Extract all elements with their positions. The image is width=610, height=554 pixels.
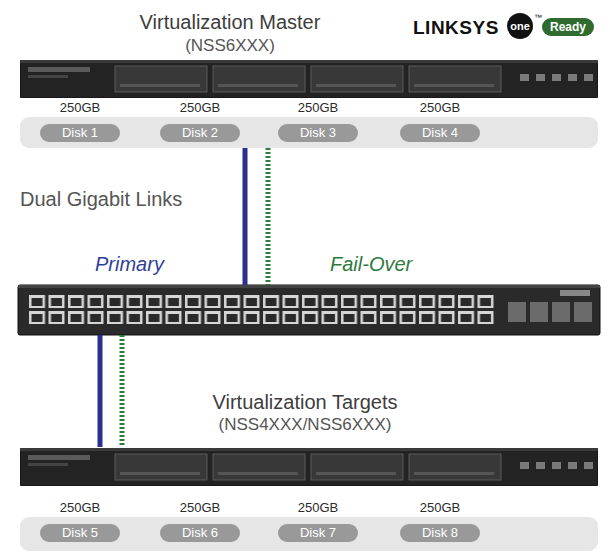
switch-unit [18, 285, 600, 335]
sfp-port [530, 302, 548, 322]
disk-size: 250GB [180, 100, 220, 116]
sfp-port [508, 302, 526, 322]
master-server [20, 60, 598, 98]
switch-body [18, 285, 600, 335]
disk-pill: 250GBDisk 6 [160, 524, 240, 542]
disk-band [20, 517, 598, 551]
unit-heading: Virtualization Targets [213, 390, 398, 414]
primary-link [98, 335, 103, 447]
disk-pill: 250GBDisk 3 [278, 124, 358, 142]
master-unit: Virtualization Master(NSS6XXX)250GBDisk … [20, 62, 598, 148]
disk-size: 250GB [60, 100, 100, 116]
disk-pill: 250GBDisk 4 [400, 124, 480, 142]
unit-model: (NSS6XXX) [185, 36, 275, 56]
disk-size: 250GB [60, 500, 100, 516]
target-unit: Virtualization Targets(NSS4XXX/NSS6XXX)2… [20, 447, 598, 551]
disk-name: Disk 3 [300, 125, 336, 141]
disk-size: 250GB [298, 100, 338, 116]
disk-size: 250GB [420, 100, 460, 116]
disk-pill: 250GBDisk 1 [40, 124, 120, 142]
disk-pill: 250GBDisk 2 [160, 124, 240, 142]
switch-badge [560, 290, 590, 296]
disk-band [20, 117, 598, 148]
disk-name: Disk 5 [62, 525, 98, 541]
unit-heading: Virtualization Master [140, 10, 321, 34]
disk-name: Disk 8 [422, 525, 458, 541]
switch-edge [18, 285, 600, 288]
disk-name: Disk 1 [62, 125, 98, 141]
failover-link [266, 148, 271, 285]
disk-size: 250GB [180, 500, 220, 516]
network-switch [18, 285, 600, 335]
sfp-port [552, 302, 570, 322]
disk-pill: 250GBDisk 8 [400, 524, 480, 542]
switch-ports [28, 294, 496, 326]
brand-logo-mark: one [507, 13, 533, 39]
failover-link [120, 335, 125, 447]
primary-link [243, 148, 248, 285]
disk-pill: 250GBDisk 5 [40, 524, 120, 542]
target-server [20, 448, 598, 486]
unit-model: (NSS4XXX/NSS6XXX) [219, 415, 392, 435]
link-label: Fail-Over [330, 253, 412, 276]
brand-logo: LINKSYS [413, 17, 499, 39]
disk-size: 250GB [298, 500, 338, 516]
disk-name: Disk 2 [182, 125, 218, 141]
disk-size: 250GB [420, 500, 460, 516]
disk-name: Disk 4 [422, 125, 458, 141]
sfp-port [574, 302, 592, 322]
trademark: ™ [534, 13, 542, 22]
link-caption: Dual Gigabit Links [20, 188, 182, 211]
link-label: Primary [95, 253, 164, 276]
ready-badge: Ready [542, 18, 594, 36]
disk-name: Disk 7 [300, 525, 336, 541]
disk-name: Disk 6 [182, 525, 218, 541]
disk-pill: 250GBDisk 7 [278, 524, 358, 542]
